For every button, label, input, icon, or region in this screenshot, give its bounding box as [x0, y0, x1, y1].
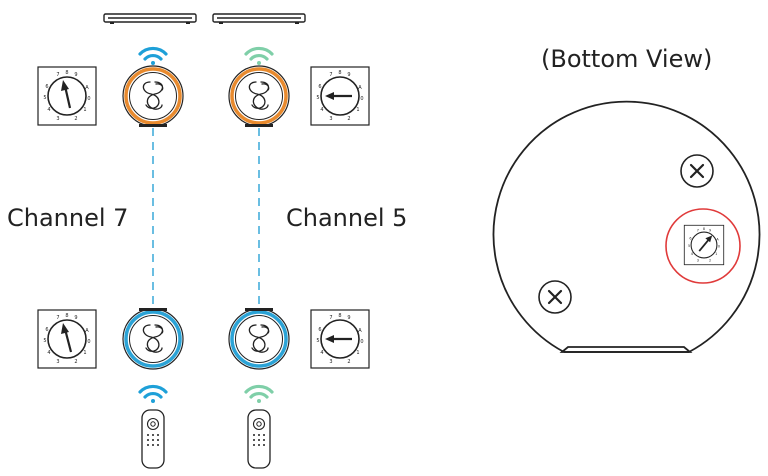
speaker-top-icon — [229, 308, 289, 369]
wifi-icon — [140, 48, 166, 65]
close-circle-icon — [539, 281, 571, 313]
rotary-switch-icon — [311, 67, 369, 125]
close-circle-icon — [681, 155, 713, 187]
speaker-top-icon — [123, 308, 183, 369]
bottom-view-label: (Bottom View) — [541, 47, 712, 71]
soundbar-icon — [104, 14, 196, 24]
channel-label-right: Channel 5 — [286, 206, 407, 230]
wifi-icon — [140, 386, 166, 403]
wifi-icon — [246, 48, 272, 65]
speaker-top-icon — [123, 66, 183, 127]
rotary-switch-icon — [38, 67, 96, 125]
channel-label-left: Channel 7 — [7, 206, 128, 230]
soundbar-icon — [213, 14, 305, 24]
rotary-switch-icon — [38, 310, 96, 368]
wifi-icon — [246, 386, 272, 403]
remote-control-icon — [142, 410, 164, 468]
speaker-top-icon — [229, 66, 289, 127]
remote-control-icon — [248, 410, 270, 468]
rotary-switch-icon — [684, 225, 723, 264]
rotary-switch-icon — [311, 310, 369, 368]
